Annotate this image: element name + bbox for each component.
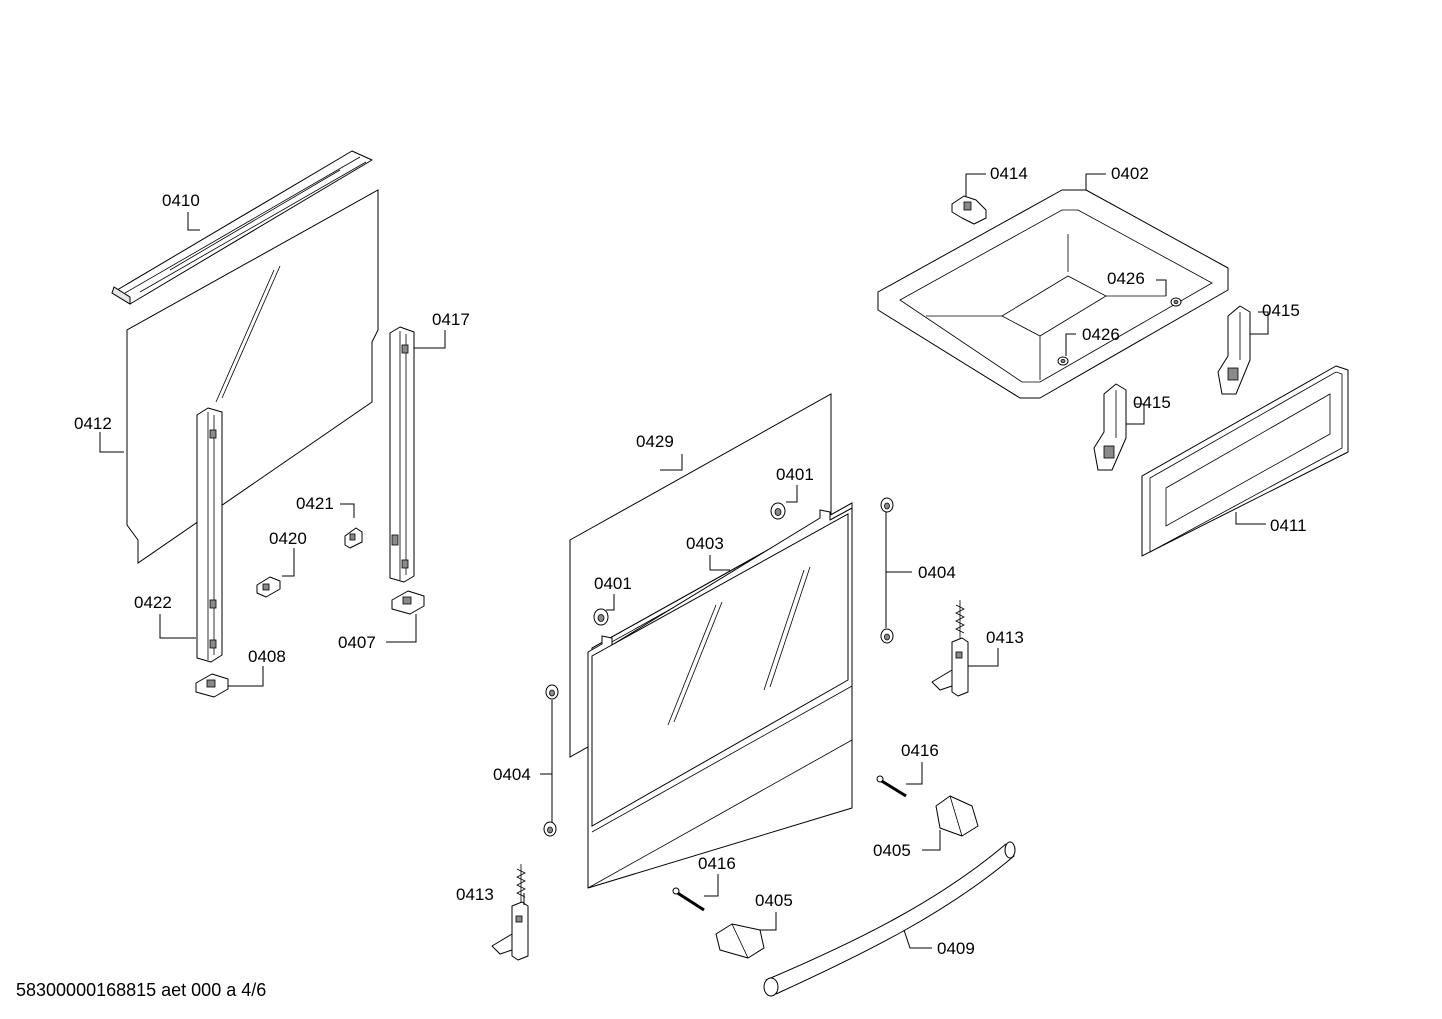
label-0420: 0420: [269, 529, 307, 548]
label-0404-right: 0404: [918, 563, 956, 582]
label-0422: 0422: [134, 593, 172, 612]
part-top-trim-bar: [111, 150, 373, 305]
part-right-side-rail: [389, 326, 415, 583]
label-0412: 0412: [74, 414, 112, 433]
label-0402: 0402: [1111, 164, 1149, 183]
part-screw-left: [672, 887, 705, 912]
part-outer-door-panel: [587, 507, 853, 889]
part-door-hinge-left: [491, 864, 529, 961]
label-0429: 0429: [636, 432, 674, 451]
part-drawer-tray: [877, 189, 1229, 399]
part-screw-right: [876, 775, 907, 798]
label-0405-left: 0405: [755, 891, 793, 910]
label-0403: 0403: [686, 534, 724, 553]
part-labels: 0410 0412 0417 0421 0420 0422 0408 0407 …: [74, 164, 1307, 958]
part-handle-end-cap-left: [715, 923, 765, 959]
label-0426-lower: 0426: [1082, 325, 1120, 344]
label-0416-right: 0416: [901, 741, 939, 760]
part-bumper-lower: [593, 608, 609, 626]
label-0401-lower: 0401: [594, 574, 632, 593]
document-reference-footer: 58300000168815 aet 000 a 4/6: [16, 980, 267, 1000]
label-0415-upper: 0415: [1262, 301, 1300, 320]
label-0415-lower: 0415: [1133, 393, 1171, 412]
label-0414: 0414: [990, 164, 1028, 183]
label-0410: 0410: [162, 191, 200, 210]
part-drawer-front-panel: [1141, 365, 1349, 557]
label-0421: 0421: [296, 494, 334, 513]
part-tray-clip: [951, 195, 987, 225]
part-bumper-upper: [770, 502, 786, 520]
label-0404-left: 0404: [493, 765, 531, 784]
label-0408: 0408: [248, 647, 286, 666]
label-0401-upper: 0401: [776, 465, 814, 484]
label-0416-left: 0416: [698, 854, 736, 873]
label-0417: 0417: [432, 310, 470, 329]
part-stop-right-bottom: [880, 628, 894, 644]
part-drawer-runner-left: [1093, 383, 1127, 471]
part-hinge-bracket-left: [195, 673, 229, 698]
label-0426-upper: 0426: [1107, 269, 1145, 288]
part-bracket-small: [256, 576, 281, 598]
part-stop-left-bottom: [543, 821, 557, 837]
part-door-hinge-right: [931, 600, 969, 697]
part-stop-right-top: [880, 497, 894, 513]
label-0407: 0407: [338, 633, 376, 652]
part-inner-glass-panel: [126, 189, 379, 564]
label-0413-left: 0413: [456, 885, 494, 904]
label-0413-right: 0413: [986, 628, 1024, 647]
part-stop-left-top: [545, 684, 559, 700]
part-hinge-bracket-right: [391, 590, 425, 615]
part-clip-small: [344, 527, 363, 549]
part-left-side-rail: [196, 407, 223, 663]
part-handle-end-cap-right: [935, 795, 979, 837]
part-drawer-runner-right: [1217, 305, 1251, 395]
part-door-handle-bar: [763, 841, 1016, 997]
label-0409: 0409: [937, 939, 975, 958]
label-0405-right: 0405: [873, 841, 911, 860]
leader-lines: [99, 173, 1269, 949]
label-0411: 0411: [1270, 516, 1307, 535]
